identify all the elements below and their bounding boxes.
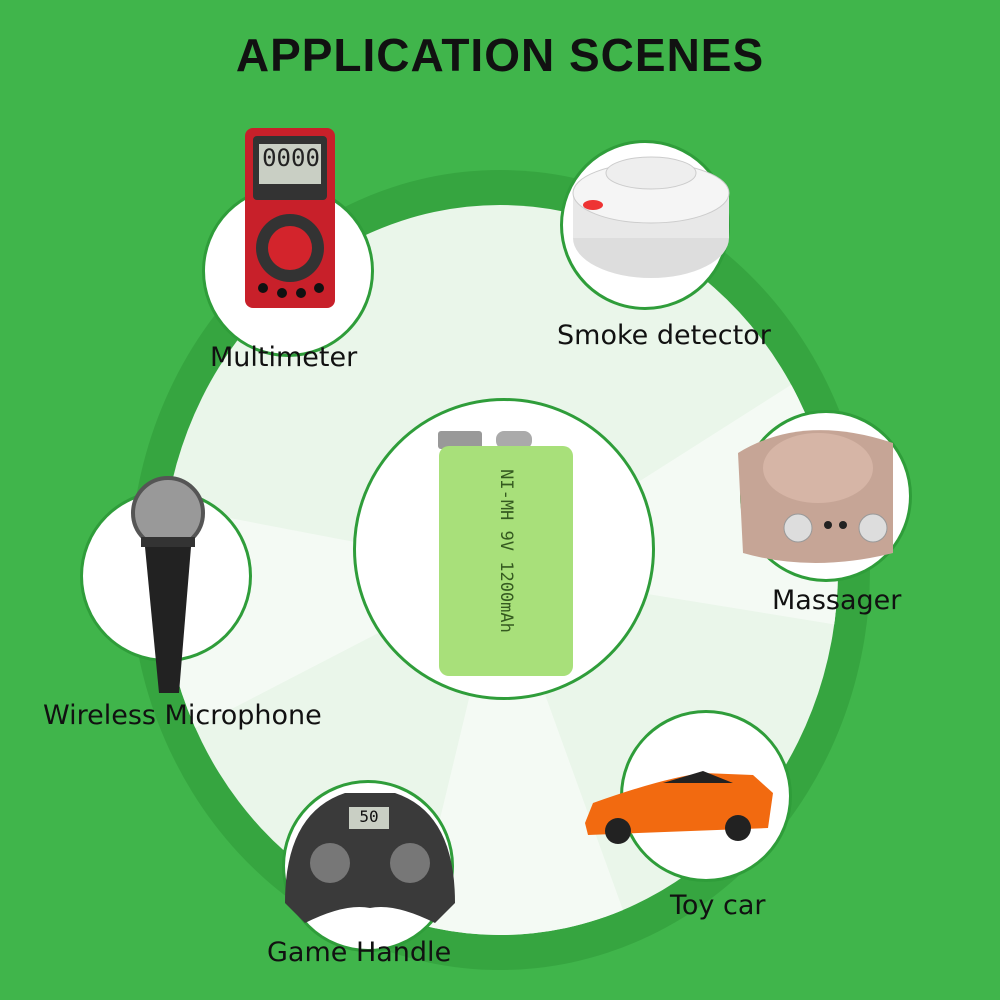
scene-smoke-detector	[560, 140, 730, 310]
label-game-handle: Game Handle	[267, 937, 452, 968]
massager-icon	[738, 430, 893, 563]
battery-icon	[438, 431, 573, 676]
multimeter-display: 0000	[262, 144, 320, 172]
toy-car-icon	[585, 771, 773, 844]
smoke-detector-icon	[572, 156, 730, 278]
scene-massager	[738, 410, 912, 582]
multimeter-icon	[245, 128, 335, 308]
battery-circle: NI-MH 9V 1200mAh	[353, 398, 655, 700]
label-massager: Massager	[772, 585, 902, 616]
label-smoke-detector: Smoke detector	[557, 320, 771, 351]
label-toy-car: Toy car	[670, 890, 766, 921]
scene-multimeter: 0000	[202, 128, 374, 357]
scene-game-handle: 50	[282, 780, 455, 952]
label-wireless-microphone: Wireless Microphone	[43, 700, 322, 731]
game-handle-icon	[285, 793, 455, 923]
label-multimeter: Multimeter	[210, 342, 358, 373]
scene-microphone	[80, 476, 252, 693]
game-handle-display: 50	[359, 807, 379, 826]
scene-toy-car	[585, 710, 792, 882]
microphone-icon	[131, 476, 205, 693]
battery-label: NI-MH 9V 1200mAh	[496, 469, 516, 633]
page-title: APPLICATION SCENES	[235, 29, 765, 81]
